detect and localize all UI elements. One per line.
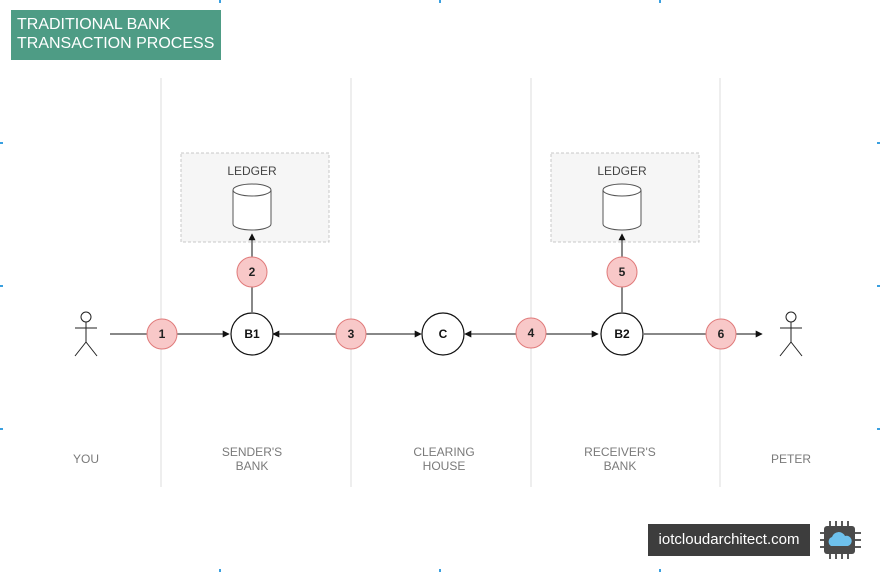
step-2-label: 2 xyxy=(249,265,256,279)
lane-label-line: CLEARING xyxy=(413,445,475,459)
guide-tick xyxy=(0,285,3,287)
step-marker-4: 4 xyxy=(515,317,547,349)
guide-tick xyxy=(659,0,661,3)
guide-tick xyxy=(0,142,3,144)
node-b1-label: B1 xyxy=(244,327,260,341)
node-b1 xyxy=(230,312,274,356)
lane-label-line: YOU xyxy=(72,452,99,466)
node-c-label: C xyxy=(439,327,448,341)
lane-label-receivers-bank: RECEIVER'S BANK xyxy=(560,445,680,473)
ledger-label-receiver: LEDGER xyxy=(597,164,647,178)
step-marker-3: 3 xyxy=(335,318,367,350)
guide-tick xyxy=(877,428,880,430)
guide-tick xyxy=(659,569,661,572)
step-marker-6: 6 xyxy=(705,318,737,350)
lane-label-you: YOU xyxy=(26,452,146,466)
guide-tick xyxy=(219,569,221,572)
guide-tick xyxy=(877,285,880,287)
step-marker-1: 1 xyxy=(146,318,178,350)
step-1-label: 1 xyxy=(159,327,166,341)
guide-tick xyxy=(877,142,880,144)
title-line-2: TRANSACTION PROCESS xyxy=(17,35,215,52)
step-4-label: 4 xyxy=(528,326,535,340)
database-icon xyxy=(232,183,272,231)
node-b2-label: B2 xyxy=(614,327,630,341)
lane-label-line: BANK xyxy=(603,459,637,473)
lane-label-line: SENDER'S xyxy=(221,445,283,459)
guide-tick xyxy=(439,569,441,572)
lane-label-senders-bank: SENDER'S BANK xyxy=(192,445,312,473)
step-marker-2: 2 xyxy=(236,256,268,288)
cloud-chip-icon xyxy=(820,521,861,559)
step-6-label: 6 xyxy=(718,327,725,341)
database-icon xyxy=(602,183,642,231)
lane-label-line: BANK xyxy=(235,459,269,473)
node-c xyxy=(421,312,465,356)
step-marker-5: 5 xyxy=(606,256,638,288)
guide-tick xyxy=(219,0,221,3)
title-line-1: TRADITIONAL BANK xyxy=(17,16,171,33)
lane-label-line: RECEIVER'S xyxy=(584,445,656,459)
step-3-label: 3 xyxy=(348,327,355,341)
ledger-label-sender: LEDGER xyxy=(227,164,277,178)
person-peter-icon xyxy=(779,311,803,357)
step-5-label: 5 xyxy=(619,265,626,279)
node-b2 xyxy=(600,312,644,356)
brand-text: iotcloudarchitect.com xyxy=(648,524,810,556)
guide-tick xyxy=(0,428,3,430)
guide-tick xyxy=(439,0,441,3)
diagram-title: TRADITIONAL BANK TRANSACTION PROCESS xyxy=(11,10,221,60)
lane-label-peter: PETER xyxy=(731,452,851,466)
lane-label-line: HOUSE xyxy=(422,459,466,473)
person-you-icon xyxy=(74,311,98,357)
lane-label-line: PETER xyxy=(770,452,811,466)
lane-label-clearing-house: CLEARING HOUSE xyxy=(384,445,504,473)
